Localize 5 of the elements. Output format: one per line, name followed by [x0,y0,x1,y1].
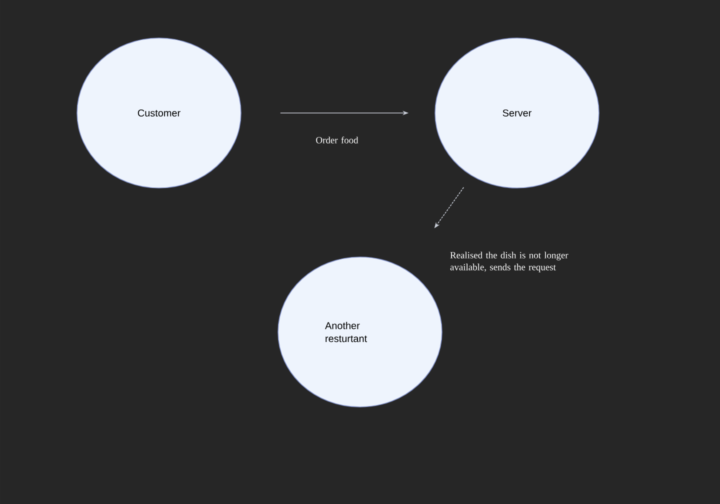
ellipse-node: Server [434,38,600,188]
ellipse-node: Customer [76,38,242,188]
edge-label: Order food [316,136,358,144]
ellipse-node: Another resturtant [278,256,442,408]
edge-label: Realised the dish is not longer available, sends the request [450,252,568,272]
